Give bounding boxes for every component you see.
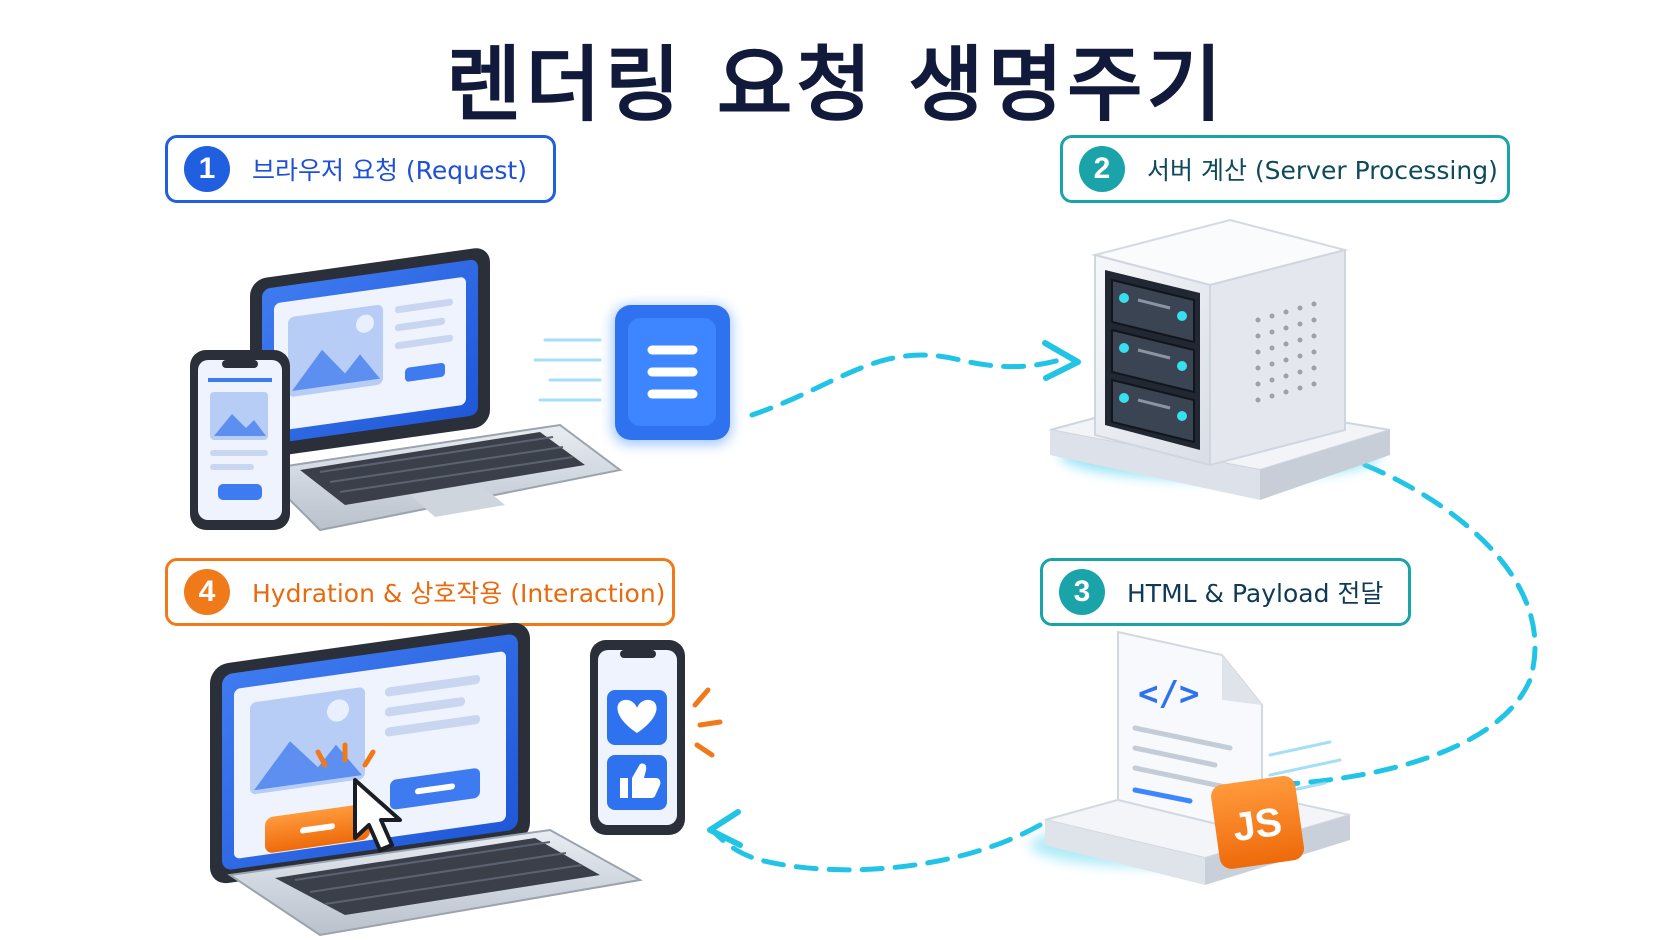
html-js-document-icon: </> JS xyxy=(1030,630,1351,885)
step-3-html-payload: 3 HTML & Payload 전달 xyxy=(1040,558,1411,626)
laptop-phone-interaction-icon xyxy=(210,622,723,937)
flow-arrowheads xyxy=(707,340,1081,848)
step-4-badge: 4 xyxy=(184,569,230,615)
step-1-label: 브라우저 요청 (Request) xyxy=(252,156,527,185)
step-2-label: 서버 계산 (Server Processing) xyxy=(1147,156,1498,185)
flow-arrows xyxy=(709,352,1538,873)
js-badge: JS xyxy=(1230,800,1285,850)
step-2-badge: 2 xyxy=(1079,146,1125,192)
thumbs-up-icon xyxy=(620,763,661,798)
server-vent xyxy=(1255,301,1317,403)
laptop-phone-request-icon xyxy=(190,248,732,532)
flow-arrow-3-to-4 xyxy=(709,822,1043,873)
step-1-request: 1 브라우저 요청 (Request) xyxy=(165,135,556,203)
step-4-label: Hydration & 상호작용 (Interaction) xyxy=(252,579,666,608)
heart-icon xyxy=(617,699,657,733)
server-icon xyxy=(1049,218,1391,500)
step-4-hydration: 4 Hydration & 상호작용 (Interaction) xyxy=(165,558,675,626)
flow-arrow-2-to-3 xyxy=(1267,462,1538,788)
flow-arrow-1-to-2 xyxy=(749,352,1063,418)
step-1-badge: 1 xyxy=(184,146,230,192)
step-3-badge: 3 xyxy=(1059,569,1105,615)
step-3-label: HTML & Payload 전달 xyxy=(1127,579,1384,608)
arrowhead-right xyxy=(1042,340,1081,381)
cursor-icon xyxy=(353,778,402,852)
page-title: 렌더링 요청 생명주기 xyxy=(445,38,1227,133)
arrowhead-left xyxy=(707,809,743,848)
request-chip-icon xyxy=(533,305,732,445)
step-2-server-processing: 2 서버 계산 (Server Processing) xyxy=(1060,135,1510,203)
code-symbol: </> xyxy=(1138,674,1199,714)
